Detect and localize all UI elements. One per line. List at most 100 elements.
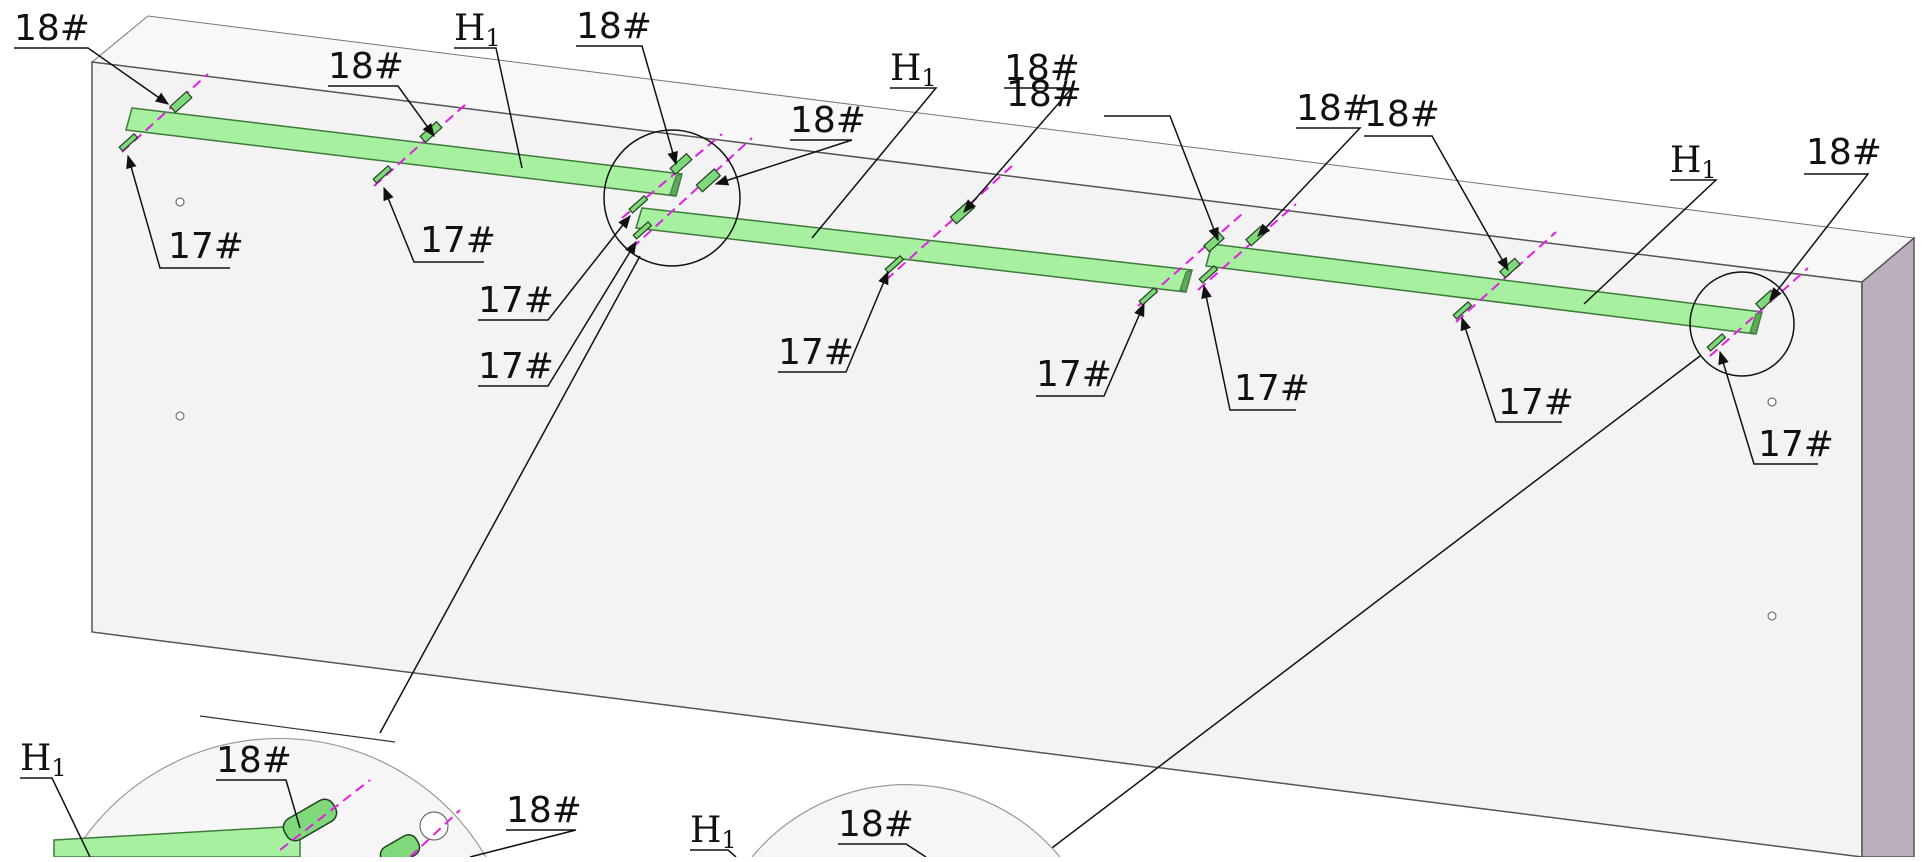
panel-hole <box>175 197 185 207</box>
leader-18 <box>714 139 853 186</box>
label-h1: H1 <box>454 8 501 52</box>
leader-18 <box>1769 173 1870 302</box>
detail-hole <box>419 811 449 841</box>
leader-h1 <box>454 47 523 169</box>
panel-hole <box>1767 397 1777 407</box>
label-18: 18# <box>1364 94 1440 135</box>
leader-17 <box>478 214 631 321</box>
label-18: 18# <box>328 46 404 87</box>
label-17: 17# <box>1758 424 1834 465</box>
axis-line-detail <box>409 809 461 858</box>
label-18: 18# <box>576 6 652 47</box>
label-h1-sub: 1 <box>1701 156 1716 184</box>
label-17: 17# <box>1234 368 1310 409</box>
label-18: 18# <box>838 804 914 845</box>
hanger-18 <box>669 152 693 176</box>
leader-17 <box>1036 302 1145 397</box>
detail-leader <box>379 255 641 734</box>
label-17: 17# <box>1498 382 1574 423</box>
pin-17 <box>1452 300 1473 320</box>
label-18: 18# <box>1806 132 1882 173</box>
axis-line <box>885 165 1013 281</box>
label-h1-sub: 1 <box>51 754 66 782</box>
detail-callouts <box>379 129 1795 858</box>
pin-17 <box>372 164 393 184</box>
detail-circle <box>1689 271 1795 377</box>
label-texts: 18# 18# 18# 18# 18# 18# 18# 18# 18# 17# … <box>14 6 1882 854</box>
label-18: 18# <box>1006 74 1082 115</box>
channel-h1-flange <box>1179 269 1193 293</box>
channel-h1-flange <box>669 173 683 197</box>
label-h1: H1 <box>20 738 67 782</box>
label-18: 18# <box>1004 48 1080 89</box>
hanger-18 <box>695 168 722 193</box>
leader-17 <box>778 270 889 373</box>
leader-17 <box>383 186 484 263</box>
leader-18 <box>1364 135 1509 272</box>
leader-18 <box>14 47 170 105</box>
label-h1-sub: 1 <box>921 64 936 92</box>
label-18: 18# <box>790 100 866 141</box>
panel-front-face <box>91 61 1863 858</box>
leader-18 <box>1257 127 1362 237</box>
detail-view-boundary <box>751 784 1061 858</box>
label-17: 17# <box>778 332 854 373</box>
channel-group <box>125 107 1763 335</box>
label-17: 17# <box>1036 354 1112 395</box>
hanger-18 <box>169 90 193 114</box>
label-h1-letter: H <box>454 8 485 49</box>
channel-h1-flange <box>1749 311 1763 335</box>
label-18: 18# <box>1296 88 1372 129</box>
panel-hole <box>1767 611 1777 621</box>
leader-h1 <box>1583 179 1718 305</box>
label-17: 17# <box>168 226 244 267</box>
leader-18 <box>469 829 577 858</box>
leader-17 <box>1201 284 1296 411</box>
label-17: 17# <box>420 220 496 261</box>
pin-17 <box>1706 332 1727 352</box>
axis-line <box>1197 203 1297 291</box>
axis-line <box>1709 267 1809 357</box>
precast-panel <box>90 15 1916 858</box>
detail-view-boundary <box>71 737 487 858</box>
leader-h1 <box>20 777 91 858</box>
label-17: 17# <box>478 346 554 387</box>
hanger-18-detail <box>282 798 338 842</box>
leader-17 <box>126 154 230 269</box>
leader-17 <box>1718 350 1818 465</box>
detail-view-right <box>751 784 1061 858</box>
label-h1-letter: H <box>1670 140 1701 181</box>
leader-h1 <box>811 87 938 239</box>
panel-side-face <box>1861 236 1915 858</box>
label-18: 18# <box>506 790 582 831</box>
label-h1-letter: H <box>20 738 51 779</box>
leader-18 <box>1104 115 1219 242</box>
pin-17 <box>628 194 649 214</box>
leader-18 <box>838 843 927 858</box>
axis-line-detail <box>279 779 371 851</box>
leader-18 <box>328 85 435 138</box>
detail-view-left <box>53 715 487 862</box>
leader-h1 <box>690 849 737 858</box>
leader-18 <box>576 45 678 166</box>
panel-hole <box>175 411 185 421</box>
label-h1-sub: 1 <box>485 24 500 52</box>
leader-17 <box>1460 316 1562 423</box>
label-h1-letter: H <box>890 48 921 89</box>
leader-18 <box>216 779 301 829</box>
detail-edge <box>199 715 396 743</box>
label-h1-sub: 1 <box>721 826 736 854</box>
detail-leader <box>1039 355 1701 858</box>
detail-circle <box>603 129 741 267</box>
label-18: 18# <box>14 8 90 49</box>
label-h1-letter: H <box>690 810 721 851</box>
leader-17 <box>478 240 637 387</box>
leader-lines <box>14 45 1870 858</box>
label-h1: H1 <box>1670 140 1717 184</box>
pin-17 <box>632 220 653 240</box>
leader-18 <box>963 87 1074 214</box>
label-18: 18# <box>216 740 292 781</box>
label-h1: H1 <box>690 810 737 854</box>
